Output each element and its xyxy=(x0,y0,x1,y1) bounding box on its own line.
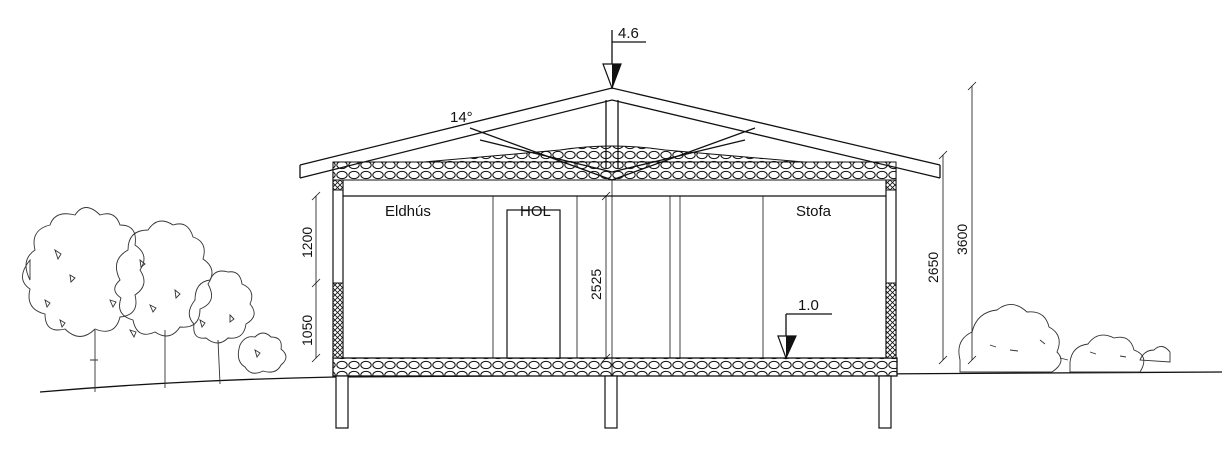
dimension-total-label: 3600 xyxy=(954,224,970,255)
dimension-left xyxy=(311,191,321,363)
door xyxy=(506,209,561,359)
dimension-wall-label: 2650 xyxy=(925,252,941,283)
partitions xyxy=(492,180,764,376)
wall-left-lower xyxy=(332,282,344,359)
roof-pitch-label: 14° xyxy=(450,109,473,126)
dimension-wall xyxy=(938,150,948,365)
dimension-window-top: 1200 xyxy=(299,227,315,258)
dimension-ceiling: 2525 xyxy=(588,269,604,300)
dimension-middle xyxy=(601,191,611,363)
floor-slab xyxy=(332,357,898,377)
room-label-living: Stofa xyxy=(796,203,832,220)
pier-left xyxy=(335,375,349,429)
room-label-hall: HOL xyxy=(520,203,551,220)
trees-left xyxy=(22,207,287,392)
bushes-right xyxy=(958,304,1171,373)
floor-level-label: 1.0 xyxy=(798,297,819,314)
room-label-kitchen: Eldhús xyxy=(385,203,431,220)
ridge-level-marker xyxy=(602,30,646,90)
ridge-level-label: 4.6 xyxy=(618,25,639,42)
dimension-sill: 1050 xyxy=(299,315,315,346)
floor-level-marker xyxy=(777,313,832,360)
wall-right-lower xyxy=(885,282,897,359)
pier-right xyxy=(878,375,892,429)
ground-line xyxy=(39,371,1222,393)
pier-middle xyxy=(604,375,618,429)
dimension-total xyxy=(967,81,977,365)
